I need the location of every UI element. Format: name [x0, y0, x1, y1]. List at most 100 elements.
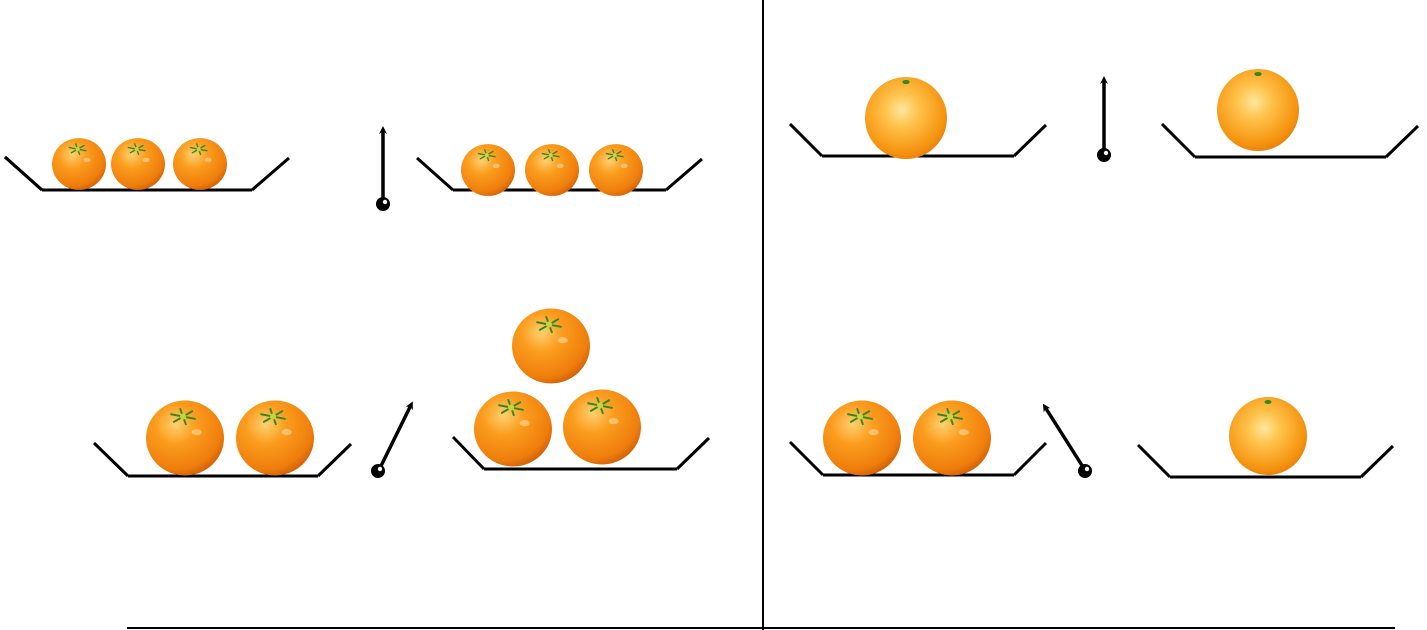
orange-stem-leaves: [937, 407, 963, 426]
orange-icon: [865, 77, 947, 159]
orange-navel-dot: [1254, 71, 1262, 77]
tray-rim-right: [665, 157, 703, 192]
orange-shine: [868, 429, 879, 436]
orange-stem: [856, 413, 864, 420]
orange-icon: [474, 391, 552, 467]
orange-stem: [179, 413, 187, 420]
orange-peel: [474, 391, 552, 467]
orange-stem: [545, 321, 553, 328]
orange-peel: [1229, 397, 1307, 475]
orange-stem-leaves: [536, 315, 562, 334]
left-panel-bottom-comparison: [92, 308, 711, 478]
tray-rim-left: [416, 156, 454, 192]
tray-rim-right: [316, 442, 353, 478]
orange-icon: [512, 308, 590, 384]
arrow-shaft: [377, 401, 413, 471]
arrow-pivot-highlight: [1084, 466, 1090, 472]
orange-icon: [525, 144, 579, 196]
orange-shine: [142, 157, 150, 163]
tray-rim-left: [4, 155, 43, 192]
orange-shine: [958, 429, 969, 436]
orange-icon: [563, 389, 641, 465]
orange-stem-leaves: [541, 149, 560, 162]
orange-peel: [1217, 69, 1299, 151]
orange-icon: [236, 400, 314, 476]
tray-right-top-b: [1160, 69, 1420, 159]
tray-left-bottom-a: [92, 400, 353, 478]
orange-peel: [236, 400, 314, 476]
orange-stem: [507, 404, 515, 411]
orange-stem-leaves: [127, 143, 146, 156]
orange-shine: [608, 418, 619, 425]
tray-rim-right: [675, 436, 711, 471]
tray-rim-right: [1012, 123, 1048, 158]
orange-peel: [461, 144, 515, 196]
orange-shine: [281, 429, 292, 436]
orange-peel: [823, 400, 901, 476]
arrow-pivot-highlight: [1103, 150, 1109, 156]
orange-icon: [1217, 69, 1299, 151]
left-panel-top-comparison: [4, 126, 703, 211]
orange-peel: [525, 144, 579, 196]
orange-stem: [484, 152, 489, 158]
tray-left-top-a: [4, 138, 290, 192]
orange-shine: [191, 429, 202, 436]
orange-icon: [1229, 397, 1307, 475]
tray-right-bottom-b: [1136, 397, 1395, 479]
orange-stem: [269, 413, 277, 420]
tray-right-top-a: [788, 77, 1048, 159]
orange-stem: [75, 146, 80, 152]
orange-stem-leaves: [68, 143, 87, 156]
orange-peel: [173, 138, 227, 190]
orange-stem: [196, 146, 201, 152]
tray-rim-left: [1136, 443, 1172, 479]
right-panel-top-comparison: [788, 69, 1420, 162]
tray-left-top-b: [416, 144, 703, 196]
orange-shine: [519, 420, 530, 427]
orange-icon: [823, 400, 901, 476]
orange-stem: [612, 152, 617, 158]
orange-icon: [589, 144, 643, 196]
orange-peel: [913, 400, 991, 476]
orange-peel: [52, 138, 106, 190]
orange-shine: [620, 163, 628, 169]
tray-left-bottom-b: [451, 308, 711, 471]
orange-peel: [563, 389, 641, 465]
orange-stem-leaves: [477, 149, 496, 162]
arrow-pivot: [1097, 148, 1111, 162]
arrow-pivot: [1078, 464, 1092, 478]
orange-shine: [204, 157, 212, 163]
orange-icon: [146, 400, 224, 476]
orange-stem: [134, 146, 139, 152]
orange-shine: [557, 337, 568, 344]
tray-rim-right: [1359, 444, 1395, 479]
orange-shine: [556, 163, 564, 169]
tray-rim-left: [1160, 122, 1197, 159]
orange-stem-leaves: [847, 407, 873, 426]
orange-peel: [146, 400, 224, 476]
orange-icon: [913, 400, 991, 476]
tray-rim-left: [451, 435, 486, 471]
tray-rim-right: [1012, 441, 1048, 477]
orange-icon: [461, 144, 515, 196]
orange-peel: [111, 138, 165, 190]
orange-peel: [512, 308, 590, 384]
arrow-pivot: [376, 197, 390, 211]
orange-stem: [596, 402, 604, 409]
arrow-pivot-highlight: [377, 466, 383, 472]
tray-rim-left: [788, 122, 824, 158]
orange-icon: [173, 138, 227, 190]
orange-stem: [548, 152, 553, 158]
orange-stem-leaves: [189, 143, 208, 156]
orange-stem-leaves: [498, 398, 524, 417]
arrow-up-vertical: [376, 126, 390, 211]
orange-stem-leaves: [605, 149, 624, 162]
arrow-up-vertical: [1097, 76, 1111, 162]
arrow-up-left: [1042, 403, 1092, 478]
orange-navel-dot: [902, 79, 910, 85]
right-panel-bottom-comparison: [788, 397, 1395, 479]
orange-icon: [52, 138, 106, 190]
orange-stem-leaves: [170, 407, 196, 426]
orange-stem-leaves: [587, 396, 613, 415]
